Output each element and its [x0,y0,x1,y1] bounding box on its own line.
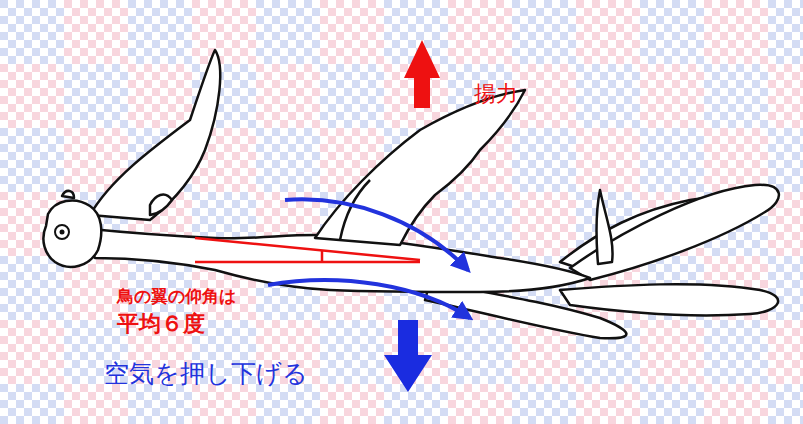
downwash-label: 空気を押し下げる [104,360,308,388]
angle-lines [195,238,420,262]
airflow-arrows [268,199,470,318]
lift-arrow [404,40,440,108]
downwash-arrow [384,320,432,392]
angle-value: 平均６度 [117,312,205,336]
force-label: 揚力 [474,82,518,106]
angle-note: 鳥の翼の仰角は [117,287,236,306]
bird [43,50,779,338]
bird-eye [55,225,69,239]
bird-pupil [60,230,65,235]
